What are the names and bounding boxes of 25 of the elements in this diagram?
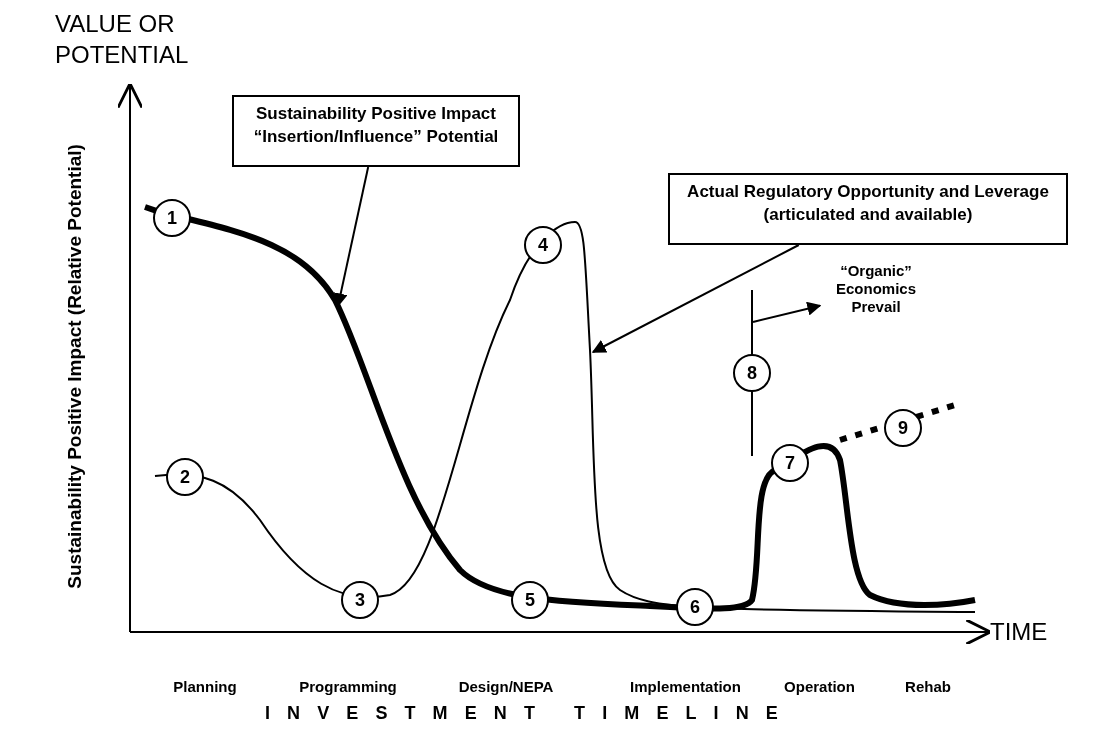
phase-label: Rehab (904, 678, 952, 695)
number-circle: 2 (166, 458, 204, 496)
phase-label: Programming (298, 678, 398, 695)
number-circle: 8 (733, 354, 771, 392)
number-circle: 1 (153, 199, 191, 237)
axis-title: INVESTMENT TIMELINE (265, 703, 796, 724)
axis-title: Sustainability Positive Impact (Relative Potential) (63, 143, 86, 591)
arrow (591, 244, 800, 353)
phase-label: Design/NEPA (457, 678, 555, 695)
arrow (752, 301, 822, 323)
callout-box: Actual Regulatory Opportunity and Leverage (articulated and available) (668, 173, 1068, 245)
number-circle: 7 (771, 444, 809, 482)
arrow (333, 166, 370, 308)
phase-label: Planning (172, 678, 238, 695)
axis-title: TIME (990, 618, 1049, 646)
axis-title: VALUE OR POTENTIAL (55, 9, 190, 71)
note-text: “Organic” Economics Prevail (820, 262, 932, 322)
phase-label: Operation (783, 678, 856, 695)
number-circle: 6 (676, 588, 714, 626)
callout-box: Sustainability Positive Impact “Insertion/Influence” Potential (232, 95, 520, 167)
phase-label: Implementation (629, 678, 742, 695)
number-circle: 3 (341, 581, 379, 619)
number-circle: 4 (524, 226, 562, 264)
number-circle: 9 (884, 409, 922, 447)
number-circle: 5 (511, 581, 549, 619)
